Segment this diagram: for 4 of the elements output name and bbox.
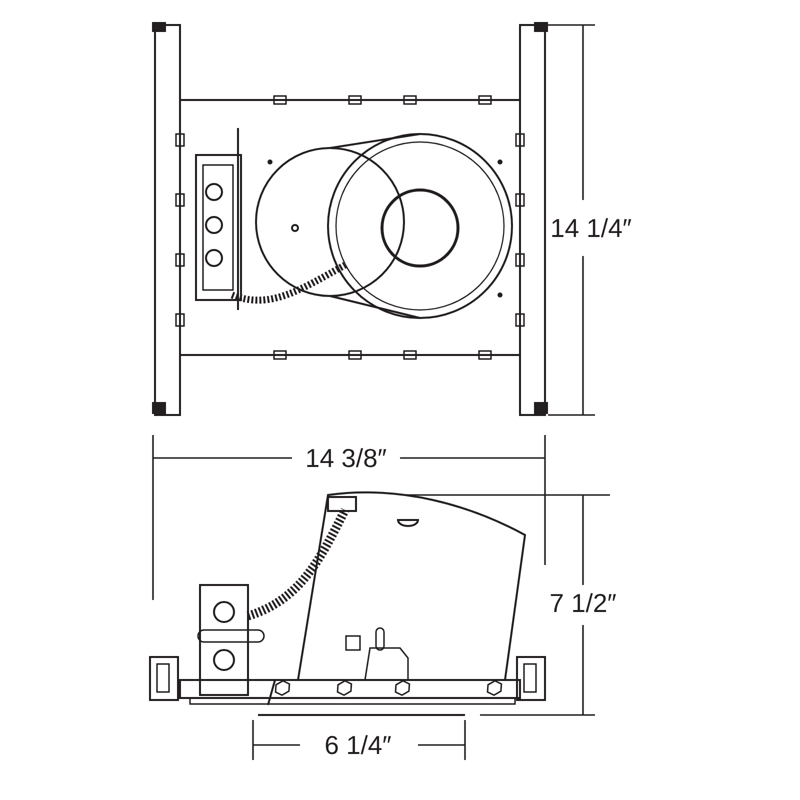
dimension-label: 6 1/4″	[324, 732, 392, 758]
dimension-label: 14 3/8″	[305, 445, 387, 471]
dimension-label: 7 1/2″	[549, 590, 617, 616]
dimension-label: 14 1/4″	[550, 215, 632, 241]
